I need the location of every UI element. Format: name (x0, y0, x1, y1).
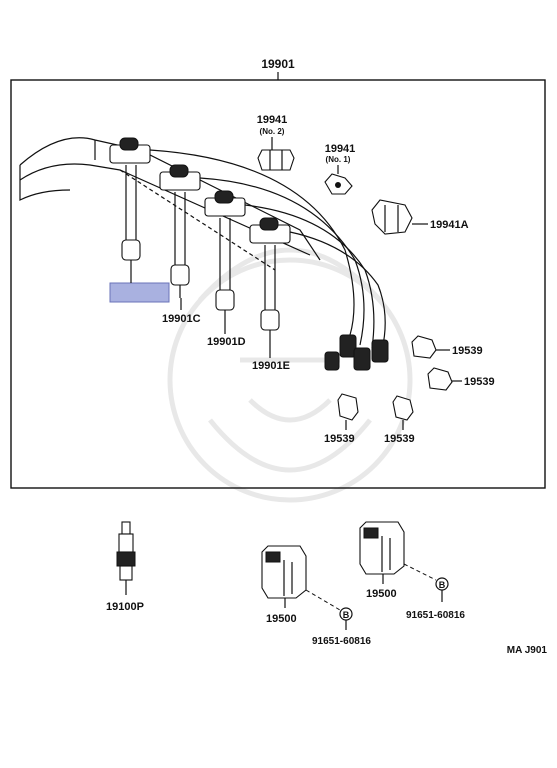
label-19100p: 19100P (106, 601, 144, 613)
plug-wire-3 (204, 190, 246, 325)
bolt-letter-left: B (343, 610, 350, 620)
label-19539-c: 19539 (324, 433, 355, 445)
spark-plug (116, 521, 136, 595)
label-19901d: 19901D (207, 336, 246, 348)
label-19901: 19901 (261, 57, 295, 71)
clamp-19941-no1 (324, 173, 353, 195)
label-19941-no1-sub: (No. 1) (326, 155, 351, 164)
label-19941-no2: 19941 (257, 114, 288, 126)
plug-wire-1 (109, 137, 151, 272)
ignition-coil-left (261, 545, 307, 599)
label-bolt-left: 91651-60816 (312, 636, 371, 647)
label-19941-no1: 19941 (325, 143, 356, 155)
label-19500-right: 19500 (366, 588, 397, 600)
wire-harness (149, 149, 389, 371)
assembly-frame (10, 79, 546, 489)
clamp-19941a (371, 199, 413, 235)
watermark-emblem (167, 247, 413, 503)
footer-code: MA J901 (507, 645, 548, 656)
label-19941a: 19941A (430, 219, 469, 231)
label-19901c: 19901C (162, 313, 201, 325)
highlight-box[interactable] (109, 282, 170, 303)
ignition-coil-right (359, 521, 405, 575)
label-19500-left: 19500 (266, 613, 297, 625)
label-19539-d: 19539 (384, 433, 415, 445)
clip-19539-b (427, 367, 453, 391)
label-19941-no2-sub: (No. 2) (260, 127, 285, 136)
label-bolt-right: 91651-60816 (406, 610, 465, 621)
clamp-19941-no2 (257, 149, 295, 171)
clip-19539-a (411, 335, 437, 359)
label-19901e: 19901E (252, 360, 290, 372)
bolt-letter-right: B (439, 580, 446, 590)
clip-19539-c (337, 393, 359, 421)
label-19539-a: 19539 (452, 345, 483, 357)
plug-wire-4 (249, 217, 291, 350)
plug-wire-2 (159, 164, 201, 298)
label-19539-b: 19539 (464, 376, 495, 388)
clip-19539-d (392, 395, 414, 421)
